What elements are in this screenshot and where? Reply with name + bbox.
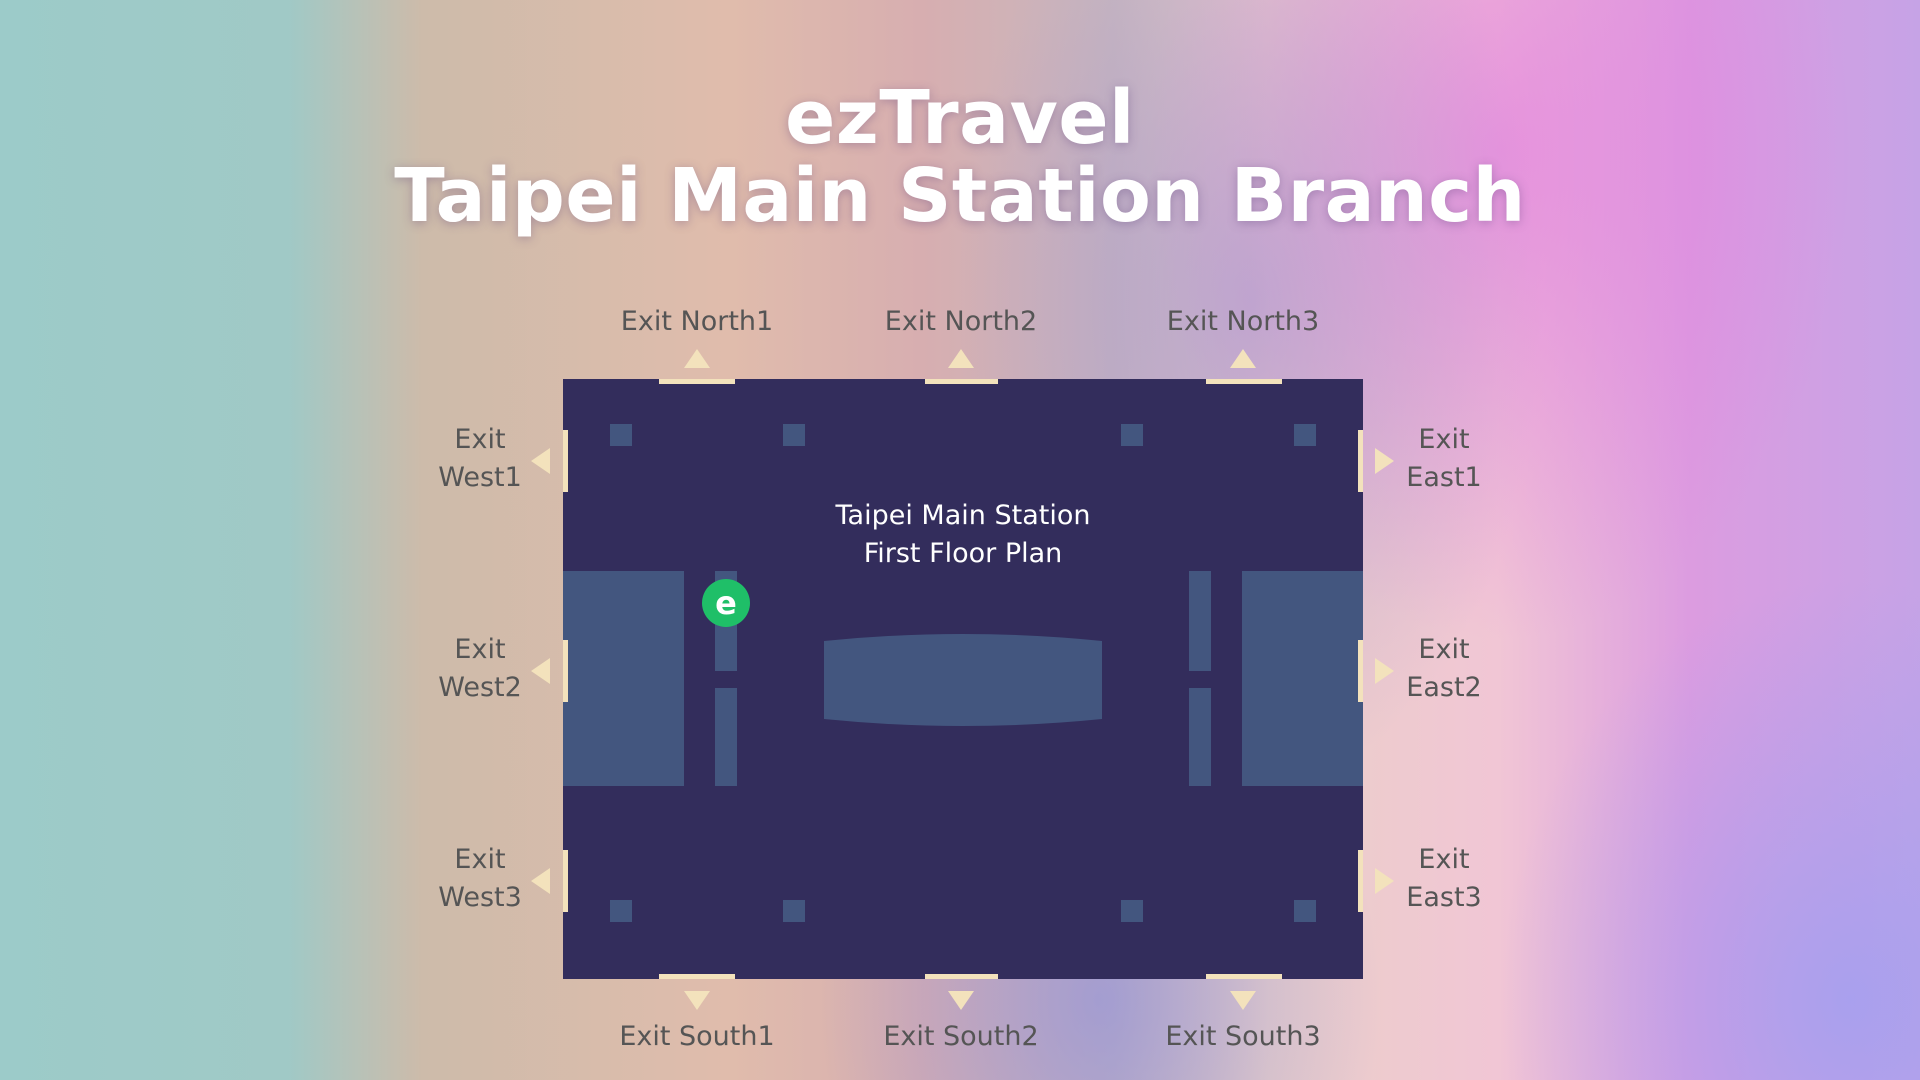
door-west2	[563, 640, 568, 702]
exit-east2-label: Exit East2	[1384, 631, 1504, 707]
plan-caption-line1: Taipei Main Station	[835, 500, 1091, 531]
arrow-right-icon	[1375, 868, 1394, 894]
pillar	[1121, 900, 1143, 922]
eztravel-logo-icon[interactable]: e	[702, 579, 750, 627]
exit-south2-label: Exit South2	[883, 1021, 1039, 1052]
pillar	[783, 900, 805, 922]
door-north1	[659, 379, 735, 384]
pillar	[610, 424, 632, 446]
exit-east3-label: Exit East3	[1384, 841, 1504, 917]
door-south2	[925, 974, 998, 979]
exit-west1-line1: Exit	[454, 424, 506, 455]
door-east3	[1358, 850, 1363, 912]
west-hall	[563, 571, 684, 786]
exit-east2-line2: East2	[1406, 672, 1482, 703]
exit-east1-label: Exit East1	[1384, 421, 1504, 497]
arrow-right-icon	[1375, 658, 1394, 684]
central-hall	[824, 634, 1102, 726]
arrow-left-icon	[531, 448, 550, 474]
door-south1	[659, 974, 735, 979]
exit-west2-line1: Exit	[454, 634, 506, 665]
arrow-down-icon	[948, 991, 974, 1010]
exit-west3-line1: Exit	[454, 844, 506, 875]
page-title-branch: Taipei Main Station Branch	[394, 153, 1526, 239]
arrow-left-icon	[531, 658, 550, 684]
arrow-up-icon	[948, 349, 974, 368]
east-hall	[1242, 571, 1363, 786]
exit-east3-line1: Exit	[1418, 844, 1470, 875]
exit-east1-line2: East1	[1406, 462, 1482, 493]
pillar	[783, 424, 805, 446]
door-east1	[1358, 430, 1363, 492]
west-gate-bar	[715, 688, 737, 786]
door-north2	[925, 379, 998, 384]
pillar	[1294, 900, 1316, 922]
east-gate-bar	[1189, 688, 1211, 786]
pillar	[1121, 424, 1143, 446]
door-south3	[1206, 974, 1282, 979]
plan-caption-line2: First Floor Plan	[863, 538, 1063, 569]
exit-north2-label: Exit North2	[884, 306, 1038, 337]
exit-north3-label: Exit North3	[1166, 306, 1320, 337]
exit-west1-label: Exit West1	[420, 421, 540, 497]
arrow-up-icon	[1230, 349, 1256, 368]
exit-west2-line2: West2	[438, 672, 522, 703]
exit-east1-line1: Exit	[1418, 424, 1470, 455]
door-north3	[1206, 379, 1282, 384]
exit-west3-label: Exit West3	[420, 841, 540, 917]
exit-north1-label: Exit North1	[620, 306, 774, 337]
arrow-down-icon	[684, 991, 710, 1010]
exit-south1-label: Exit South1	[619, 1021, 775, 1052]
floor-plan	[563, 379, 1363, 979]
arrow-down-icon	[1230, 991, 1256, 1010]
east-gate-bar	[1189, 571, 1211, 671]
door-west3	[563, 850, 568, 912]
exit-east2-line1: Exit	[1418, 634, 1470, 665]
pillar	[610, 900, 632, 922]
arrow-right-icon	[1375, 448, 1394, 474]
arrow-left-icon	[531, 868, 550, 894]
exit-south3-label: Exit South3	[1165, 1021, 1321, 1052]
exit-west1-line2: West1	[438, 462, 522, 493]
exit-east3-line2: East3	[1406, 882, 1482, 913]
exit-west3-line2: West3	[438, 882, 522, 913]
plan-caption: Taipei Main Station First Floor Plan	[763, 497, 1163, 573]
arrow-up-icon	[684, 349, 710, 368]
exit-west2-label: Exit West2	[420, 631, 540, 707]
pillar	[1294, 424, 1316, 446]
door-east2	[1358, 640, 1363, 702]
page-title-brand: ezTravel	[785, 75, 1135, 161]
door-west1	[563, 430, 568, 492]
